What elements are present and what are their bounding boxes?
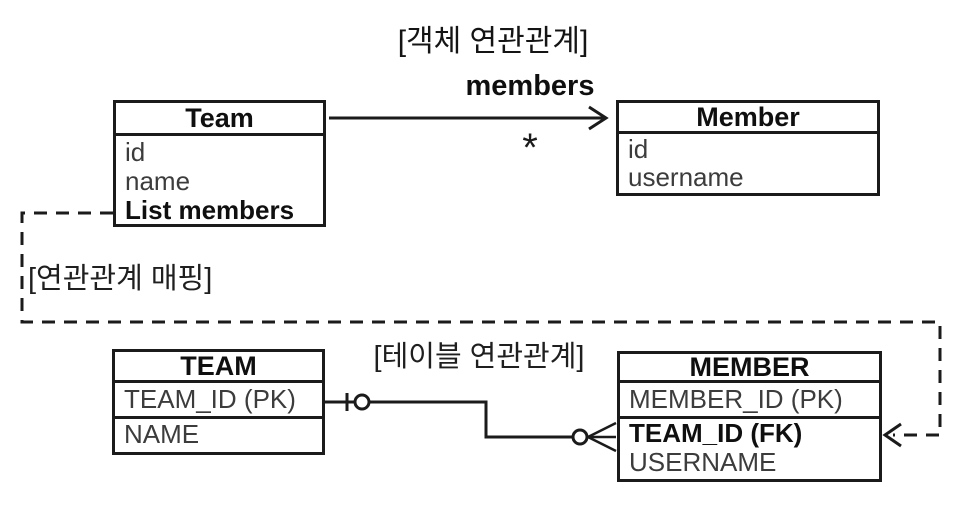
object-association-title: [객체 연관관계] [397, 25, 589, 58]
member-table-title: MEMBER [620, 354, 879, 383]
erd-relationship-line [325, 400, 572, 439]
multiplicity-label: * [522, 126, 538, 170]
team-table-col-team-id-pk: TEAM_ID (PK) [115, 383, 322, 419]
team-table-box: TEAM TEAM_ID (PK) NAME [112, 349, 325, 455]
table-association-title: [테이블 연관관계] [373, 341, 585, 373]
member-table-col-team-id-fk: TEAM_ID (FK) [629, 419, 803, 448]
team-table-col-name: NAME [124, 419, 200, 449]
crows-foot-icon [587, 421, 617, 439]
member-table-box: MEMBER MEMBER_ID (PK) TEAM_ID (FK) USERN… [617, 351, 882, 482]
team-field-members: List members [125, 196, 295, 225]
association-name-label: members [465, 70, 595, 102]
member-class-fields: id username [619, 134, 877, 191]
member-table-col-member-id-pk: MEMBER_ID (PK) [620, 383, 879, 419]
crows-foot-icon [587, 435, 617, 453]
member-field-id: id [628, 135, 649, 163]
many-cardinality-circle-icon [571, 428, 589, 446]
one-cardinality-circle-icon [353, 393, 371, 411]
member-table-col-username: USERNAME [629, 448, 777, 477]
member-class-box: Member id username [616, 100, 880, 196]
association-arrowhead-icon [588, 105, 609, 131]
team-class-fields: id name List members [116, 136, 323, 225]
team-class-title: Team [116, 103, 323, 136]
mapping-dashed-arrowhead-icon [882, 422, 902, 448]
mapping-dashed-path [20, 211, 942, 437]
team-field-name: name [125, 167, 191, 196]
member-field-username: username [628, 163, 744, 191]
member-class-title: Member [619, 103, 877, 134]
team-class-box: Team id name List members [113, 100, 326, 227]
mapping-section-label: [연관관계 매핑] [28, 263, 213, 295]
member-table-compartment: TEAM_ID (FK) USERNAME [620, 419, 879, 477]
team-table-title: TEAM [115, 352, 322, 383]
team-field-id: id [125, 138, 146, 167]
